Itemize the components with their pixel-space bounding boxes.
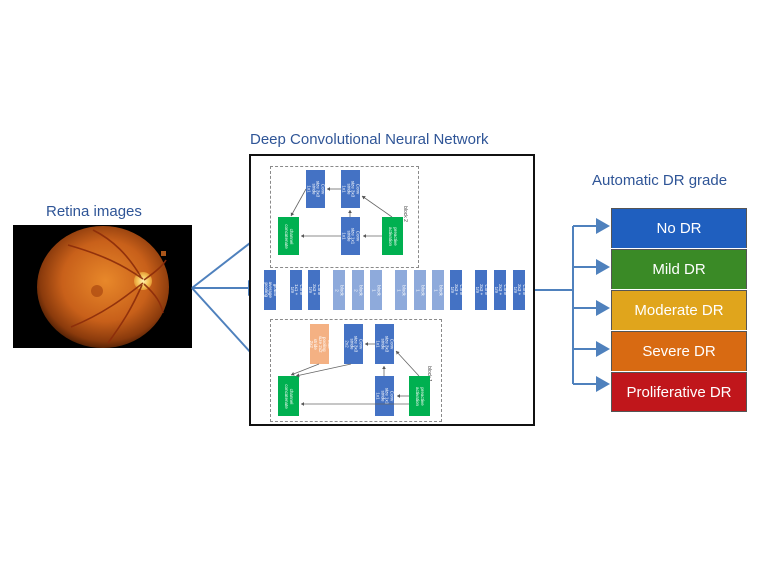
cnn-internal-arrows bbox=[290, 187, 420, 406]
block1-conv-a: Conv size 3x3 stride 2x2 bbox=[344, 324, 363, 364]
main-layer-6: block 1 bbox=[395, 270, 407, 310]
block1-conv-b: Conv size 3x3 stride 1x1 bbox=[375, 324, 394, 364]
block1-concat: channel concatenate bbox=[278, 376, 299, 416]
grade-no-dr: No DR bbox=[611, 208, 747, 248]
grade-severe-dr: Severe DR bbox=[611, 331, 747, 371]
cnn-title: Deep Convolutional Neural Network bbox=[250, 131, 489, 148]
main-layer-2: Conv 3x3 + 1/9 bbox=[308, 270, 320, 310]
main-layer-12: Conv 3x3 + 1/9 bbox=[513, 270, 525, 310]
block2-conv-low: Conv size 1x1 stride 1x1 bbox=[341, 217, 360, 255]
grade-proliferative-dr: Proliferative DR bbox=[611, 372, 747, 412]
retina-images-title: Retina images bbox=[46, 203, 142, 220]
cnn-diagram: block 2 channel concatenate Conv size 3x… bbox=[249, 154, 535, 426]
block1-conv-c: Conv size 1x1 stride 1x1 bbox=[375, 376, 394, 416]
grade-moderate-dr: Moderate DR bbox=[611, 290, 747, 330]
block1-preact: preactive activation bbox=[409, 376, 430, 416]
block2-region bbox=[270, 166, 419, 268]
main-layer-10: Conv 3x3 + 1/9 bbox=[475, 270, 487, 310]
retina-fundus-image bbox=[13, 225, 192, 348]
main-layer-4: block 2 bbox=[352, 270, 364, 310]
grade-mild-dr: Mild DR bbox=[611, 249, 747, 289]
main-layer-5: block 1 bbox=[370, 270, 382, 310]
block1-region bbox=[270, 319, 442, 422]
block2-preact: preactive activation bbox=[382, 217, 403, 255]
dr-grade-title: Automatic DR grade bbox=[592, 172, 728, 189]
block1-max-pool: Max pooling size 2x2 stride 2x2 bbox=[310, 324, 329, 364]
main-layer-8: block 1 bbox=[432, 270, 444, 310]
block2-concat: channel concatenate bbox=[278, 217, 299, 255]
block2-conv-mid: Conv size 3x3 stride 1x1 bbox=[341, 170, 360, 208]
main-layer-0: global average pooling bbox=[264, 270, 276, 310]
main-layer-9: Conv 3x3 + 1/9 bbox=[450, 270, 462, 310]
fundus-drawing bbox=[13, 225, 192, 348]
main-layer-3: block 2 bbox=[333, 270, 345, 310]
block2-conv-top: Conv size 3x3 stride 1x1 bbox=[306, 170, 325, 208]
main-layer-1: Conv 1x1 + 1/9 bbox=[290, 270, 302, 310]
main-layer-7: block 1 bbox=[414, 270, 426, 310]
main-layer-11: Conv 3x3 + 1/9 bbox=[494, 270, 506, 310]
